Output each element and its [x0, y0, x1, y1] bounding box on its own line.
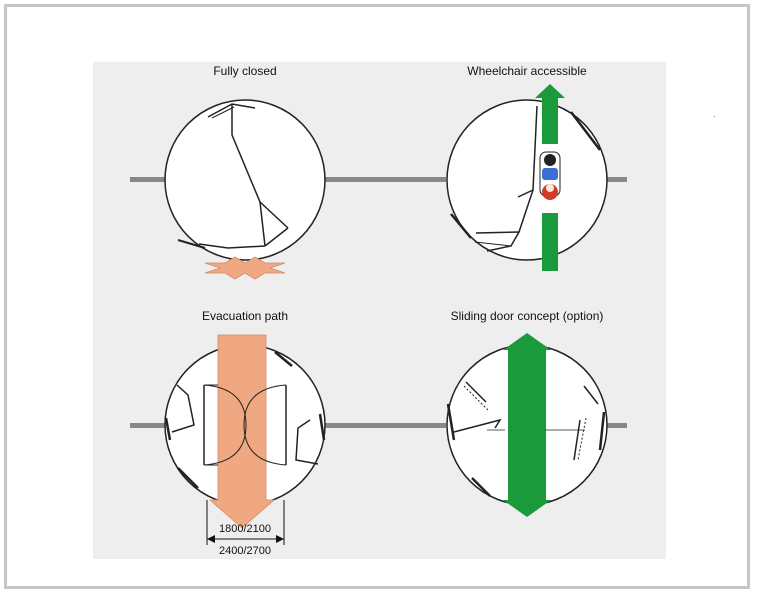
panel-title-evacuation-path: Evacuation path	[201, 309, 289, 323]
dimension-markers	[206, 500, 285, 545]
evacuation-diagram	[130, 334, 446, 545]
green-arrow-up	[535, 84, 565, 144]
rail-left	[130, 177, 166, 182]
sliding-door-diagram	[446, 333, 627, 517]
door-drum	[164, 99, 326, 261]
entry-arrows	[204, 256, 286, 280]
panel-title-sliding-door: Sliding door concept (option)	[450, 309, 604, 323]
green-path-double-arrow	[503, 333, 551, 517]
rail-right-top	[595, 177, 627, 182]
rail-middle-top	[324, 177, 446, 182]
wheelchair-diagram	[446, 84, 627, 271]
panel-title-wheelchair-accessible: Wheelchair accessible	[467, 64, 587, 78]
door-drum	[446, 99, 608, 261]
speck	[714, 116, 715, 117]
evacuation-arrow	[208, 334, 276, 529]
fully-closed-diagram	[130, 99, 446, 280]
panel-title-fully-closed: Fully closed	[213, 64, 277, 78]
dimension-inner-label: 1800/2100	[219, 523, 271, 535]
dimension-outer-label: 2400/2700	[219, 545, 271, 557]
green-path-lower	[542, 213, 558, 271]
wheelchair-user-icon	[539, 151, 561, 200]
